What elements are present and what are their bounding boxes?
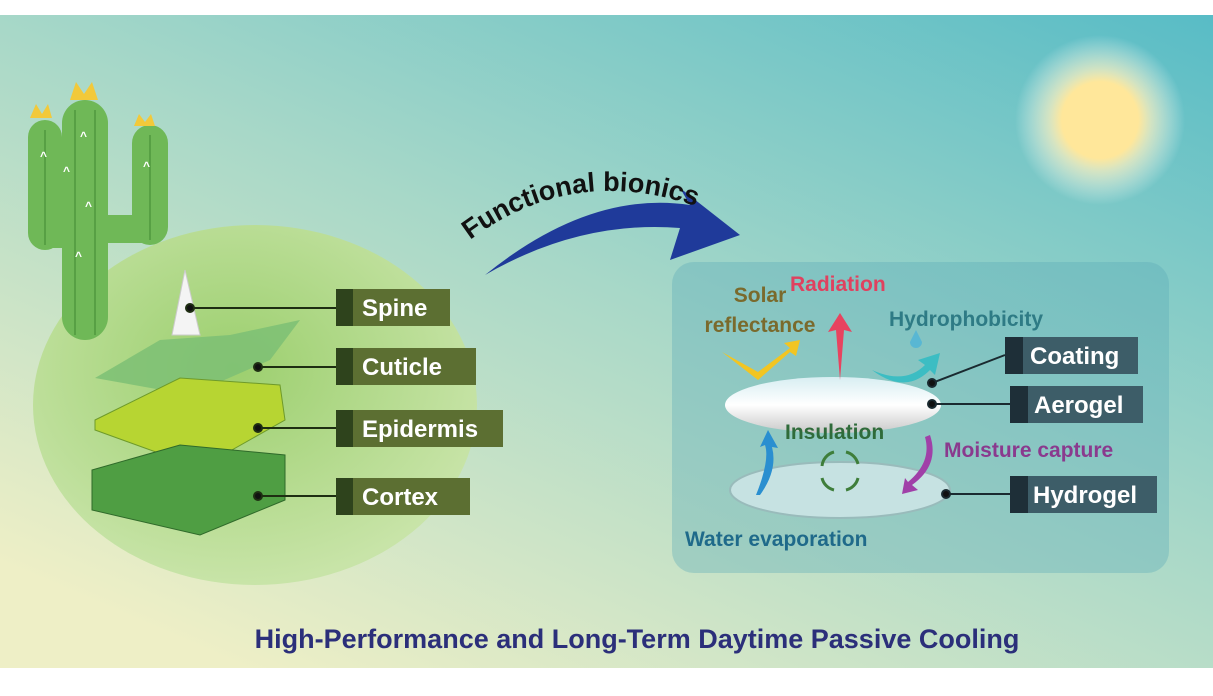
diagram-title: High-Performance and Long-Term Daytime P… [255,624,1020,654]
layer-label-cuticle: Cuticle [336,348,476,385]
moisture-capture-arrow-icon [902,435,933,494]
material-label-hydrogel: Hydrogel [1010,476,1157,513]
insulation-cycle-icon [820,450,860,492]
moisture-capture-label: Moisture capture [944,439,1113,462]
material-label-text: Aerogel [1034,392,1123,419]
hydrophobicity-arrow-icon [872,353,940,383]
radiation-arrow-icon [828,313,852,380]
layer-label-cortex: Cortex [336,478,470,515]
material-label-coating: Coating [1005,337,1138,374]
water-evaporation-arrow-icon [756,430,778,495]
material-label-text: Hydrogel [1033,482,1137,509]
svg-text:^: ^ [80,129,87,143]
solar-reflectance-label: Solar [734,284,787,307]
material-label-aerogel: Aerogel [1010,386,1143,423]
svg-text:^: ^ [85,199,92,213]
insulation-label: Insulation [785,421,884,444]
epidermis-shape [94,377,286,469]
svg-text:^: ^ [63,164,70,178]
aerogel-disc [725,377,941,433]
radiation-label: Radiation [790,273,886,296]
svg-text:^: ^ [40,149,47,163]
layer-label-text: Cuticle [362,354,442,381]
layer-label-text: Cortex [362,484,439,511]
layer-label-spine: Spine [336,289,450,326]
functional-bionics-arrow-icon [485,188,740,275]
svg-text:^: ^ [75,249,82,263]
spine-shape [171,269,201,336]
hydrogel-disc [729,461,951,519]
material-label-text: Coating [1030,343,1119,370]
hydrophobicity-label: Hydrophobicity [889,308,1043,331]
layer-label-text: Spine [362,295,427,322]
solar-reflectance-arrow-icon [722,340,800,380]
water-evaporation-label: Water evaporation [685,528,867,551]
solar-reflectance-label: reflectance [705,314,816,337]
cactus-icon: ^ ^ ^ ^ ^ ^ [28,82,168,340]
layer-label-epidermis: Epidermis [336,410,503,447]
layer-label-text: Epidermis [362,416,478,443]
sun-icon [1015,35,1185,205]
water-drop-icon [910,330,922,348]
cortex-shape [91,444,286,536]
svg-text:^: ^ [143,159,150,173]
cuticle-shape [95,320,300,395]
